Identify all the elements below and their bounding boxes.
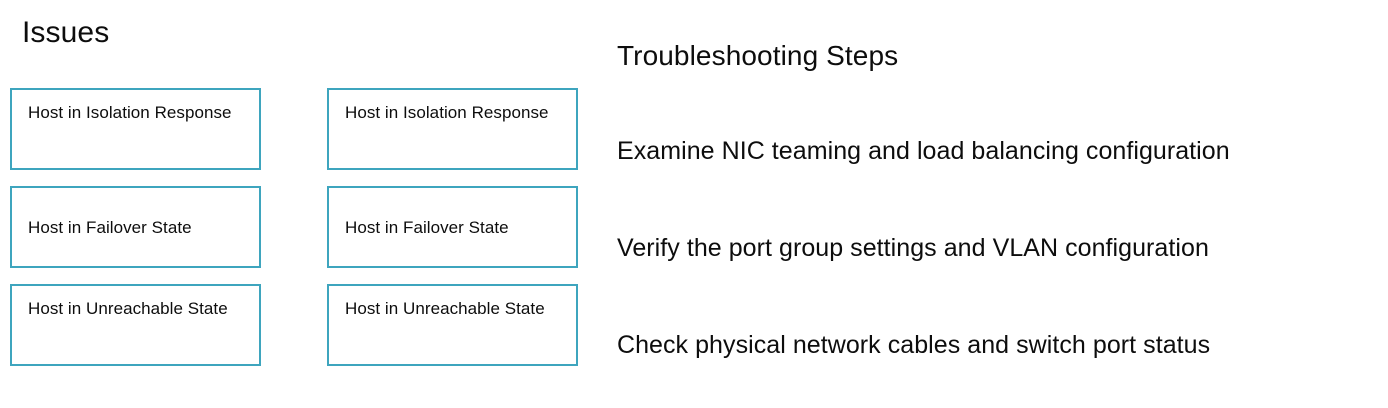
troubleshooting-panel-title: Troubleshooting Steps xyxy=(617,40,899,71)
issues-column-1: Host in Isolation Response Host in Failo… xyxy=(10,88,261,366)
issues-column-2: Host in Isolation Response Host in Failo… xyxy=(327,88,578,366)
issue-box-isolation-response-2[interactable]: Host in Isolation Response xyxy=(327,88,578,170)
issue-box-label: Host in Unreachable State xyxy=(28,299,228,318)
issue-box-label: Host in Failover State xyxy=(345,217,509,237)
troubleshooting-step-3: Check physical network cables and switch… xyxy=(617,331,1211,359)
troubleshooting-step-2: Verify the port group settings and VLAN … xyxy=(617,234,1209,262)
issue-box-failover-state-2[interactable]: Host in Failover State xyxy=(327,186,578,268)
issue-box-label: Host in Isolation Response xyxy=(345,103,549,122)
issue-box-label: Host in Unreachable State xyxy=(345,299,545,318)
issues-panel-title: Issues xyxy=(22,16,110,49)
issue-box-failover-state-1[interactable]: Host in Failover State xyxy=(10,186,261,268)
troubleshooting-steps-list: Examine NIC teaming and load balancing c… xyxy=(617,135,1377,362)
troubleshooting-step-1: Examine NIC teaming and load balancing c… xyxy=(617,137,1230,165)
issue-box-label: Host in Failover State xyxy=(28,217,192,237)
issue-box-unreachable-state-2[interactable]: Host in Unreachable State xyxy=(327,284,578,366)
issue-box-unreachable-state-1[interactable]: Host in Unreachable State xyxy=(10,284,261,366)
issue-box-label: Host in Isolation Response xyxy=(28,103,232,122)
issue-box-isolation-response-1[interactable]: Host in Isolation Response xyxy=(10,88,261,170)
